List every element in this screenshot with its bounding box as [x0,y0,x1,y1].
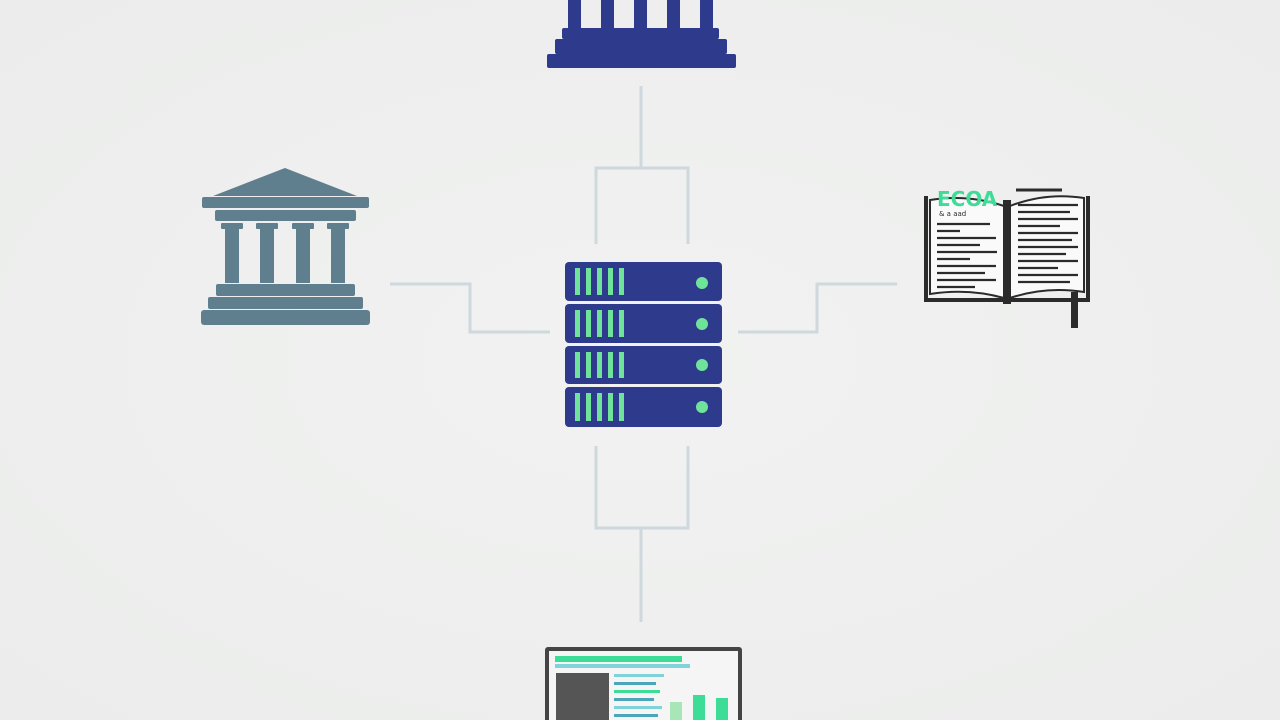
dashboard-bar-chart [670,695,728,720]
server-unit [565,387,722,427]
server-unit [565,346,722,384]
book-subheading: & a aad [939,210,966,218]
connector-top [594,86,690,244]
connectors [390,86,897,622]
bank-building-icon [201,168,370,325]
connector-left [390,282,550,334]
book-right-page-lines [1016,188,1078,284]
book-heading: ECOA [937,187,998,211]
bank-building-icon [547,0,736,68]
server-unit [565,262,722,301]
dashboard-monitor-icon [545,647,742,720]
connector-bottom [594,446,690,622]
server-rack-icon [565,262,722,427]
open-book-icon: ECOA & a aad [924,187,1090,328]
dashboard-text-lines [614,674,664,717]
book-left-page-lines [937,222,997,289]
connector-right [738,282,897,334]
server-unit [565,304,722,343]
